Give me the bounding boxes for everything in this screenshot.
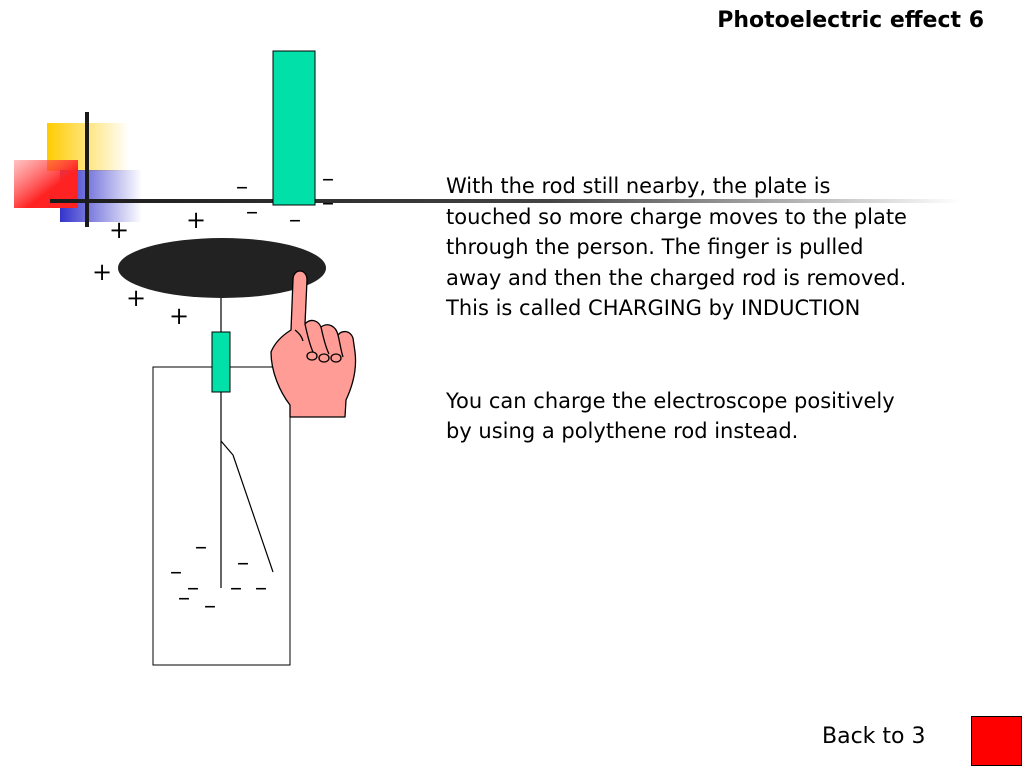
minus-sign: – — [255, 573, 267, 601]
plus-sign: + — [169, 302, 190, 330]
accent-vertical-line — [85, 112, 89, 227]
paragraph-induction: With the rod still nearby, the plate is … — [446, 174, 907, 320]
slide-title: Photoelectric effect 6 — [717, 8, 984, 33]
minus-sign: – — [187, 573, 199, 601]
minus-sign: – — [230, 573, 242, 601]
back-link[interactable]: Back to 3 — [822, 724, 926, 749]
metal-plate — [118, 238, 326, 298]
gold-leaf — [220, 440, 234, 456]
minus-sign: – — [236, 172, 248, 200]
plus-sign: + — [92, 258, 113, 286]
plus-sign: + — [109, 216, 130, 244]
minus-sign: – — [204, 591, 216, 619]
insulator-bung — [211, 331, 231, 393]
back-button[interactable] — [971, 716, 1022, 766]
minus-sign: – — [178, 583, 190, 611]
minus-sign: – — [195, 532, 207, 560]
minus-sign: – — [322, 188, 334, 216]
accent-horizontal-line — [50, 199, 960, 203]
body-text: With the rod still nearby, the plate is … — [446, 171, 916, 447]
minus-sign: – — [170, 557, 182, 585]
gold-leaf-lower — [232, 454, 274, 573]
paragraph-polythene: You can charge the electroscope positive… — [446, 388, 895, 444]
plus-sign: + — [126, 284, 147, 312]
charged-rod — [272, 50, 316, 206]
minus-sign: – — [246, 197, 258, 225]
plus-sign: + — [186, 206, 207, 234]
minus-sign: – — [322, 164, 334, 192]
electroscope-diagram — [118, 50, 326, 666]
hand-icon — [270, 270, 357, 418]
minus-sign: – — [237, 548, 249, 576]
minus-sign: – — [289, 205, 301, 233]
